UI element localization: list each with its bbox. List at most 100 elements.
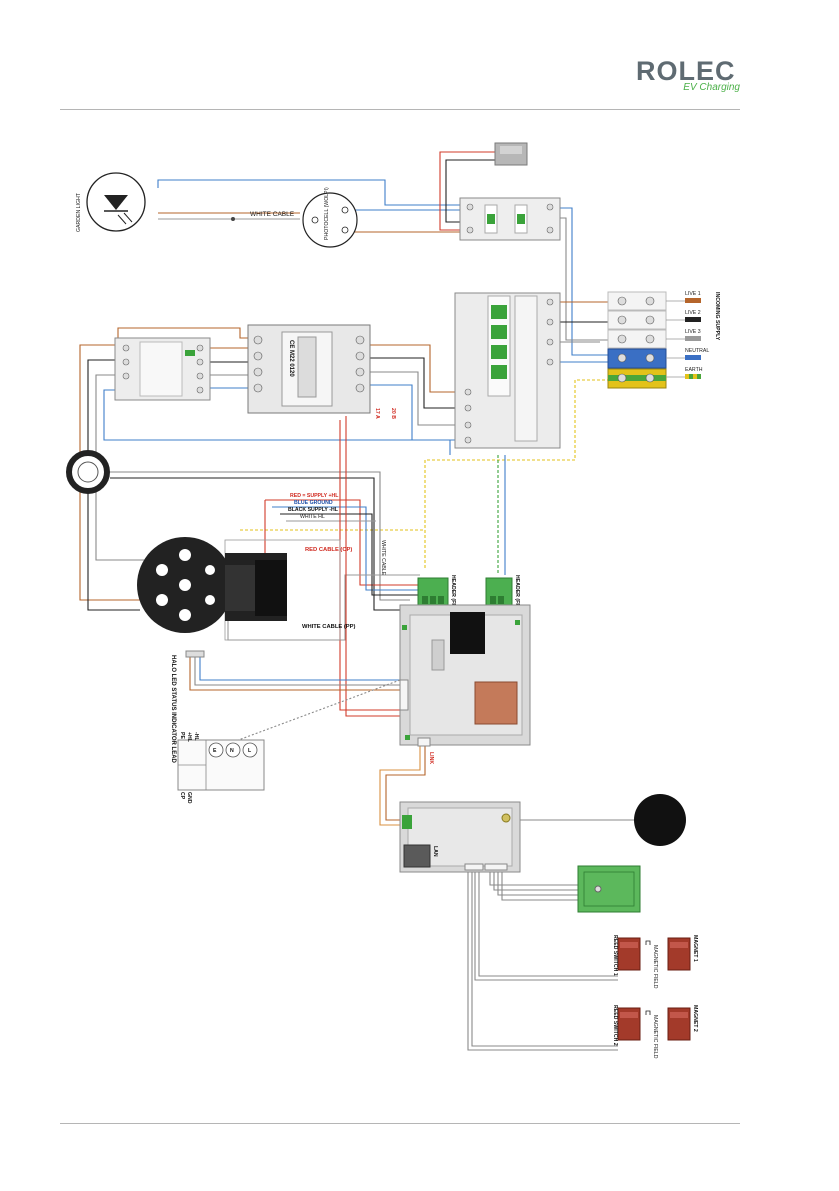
socket-neck — [225, 565, 255, 611]
wire-rfid-3 — [497, 868, 580, 896]
rcbo-screw-3 — [546, 338, 554, 346]
rcbo-screw-2 — [546, 318, 554, 326]
photocell-label: PHOTOCELL (WOLPI) — [324, 187, 330, 240]
top-breaker-screw-2 — [466, 226, 474, 234]
meter-terminal-5 — [355, 335, 365, 345]
reed-switch-1-label: REED SWITCH 1 — [612, 935, 618, 976]
rcbo-section-2 — [514, 295, 538, 442]
rcbo-green-3 — [491, 345, 507, 359]
wire-20b — [345, 416, 410, 717]
main-board-chip — [431, 639, 445, 671]
meter-terminal-7 — [355, 367, 365, 377]
current-17a-label: 17 A — [374, 408, 380, 419]
photocell-terminal-1 — [341, 206, 349, 214]
socket-pin-pe — [179, 609, 191, 621]
wire-black-supply — [280, 513, 420, 596]
top-breaker-screw-4 — [546, 226, 554, 234]
rfid-board — [577, 865, 641, 913]
comms-chip — [501, 813, 511, 823]
photocell: PHOTOCELL (WOLPI) WHITE CABLE — [231, 187, 358, 248]
cable-stub-live3 — [685, 336, 701, 341]
header-a-pin3 — [438, 596, 444, 604]
wire-contactor-top — [117, 327, 250, 340]
wire-rfid-1 — [489, 868, 580, 886]
wire-box-black — [445, 159, 495, 223]
wire-top-to-supply-grey — [560, 217, 610, 341]
supply-screw-3b — [645, 334, 655, 344]
white-cable-short-label: WHITE CABLE — [380, 540, 386, 576]
main-board-green-led-2 — [515, 620, 520, 625]
rfid-coil — [583, 871, 635, 907]
lamp-arrow-1 — [123, 212, 133, 223]
terminal-gnd-label: GND — [186, 792, 192, 804]
supply-screw-2a — [617, 315, 627, 325]
contactor-panel — [139, 341, 183, 397]
socket-pin-pp — [205, 595, 215, 605]
white-hl-label: WHITE HL — [300, 514, 325, 520]
top-breaker-screw-1 — [466, 203, 474, 211]
comms-lan-port — [403, 844, 431, 868]
comms-rfid-port — [484, 863, 508, 871]
reed-switch-2-top — [620, 1012, 638, 1018]
footer-rule — [60, 1123, 740, 1124]
reed-switch-1-top — [620, 942, 638, 948]
terminal-block: E N L PE +HL -HL CP GND — [177, 732, 265, 804]
wire-reed-2 — [467, 868, 618, 1051]
rfid-chip — [594, 885, 602, 893]
magnet-1-label: MAGNET 1 — [692, 935, 698, 962]
terminal-cp-label: CP — [179, 792, 185, 800]
contactor-screw-6 — [196, 372, 204, 380]
socket-pin-n — [179, 579, 191, 591]
magnet-2-label: MAGNET 2 — [692, 1005, 698, 1032]
photocell-terminal-2 — [341, 226, 349, 234]
current-20b-label: 20 B — [390, 408, 396, 419]
contactor-screw-2 — [122, 358, 130, 366]
brand-name: ROLEC — [636, 56, 736, 86]
wire-ct-1 — [110, 471, 410, 601]
contactor-screw-3 — [122, 372, 130, 380]
reed-switch-2-label: REED SWITCH 2 — [612, 1005, 618, 1046]
magnetic-field-2-icon — [645, 1010, 651, 1015]
cable-stub-live2 — [685, 317, 701, 322]
wire-link-2 — [385, 745, 426, 821]
live2-label: LIVE 2 — [685, 310, 701, 316]
main-board-green-led-3 — [405, 735, 410, 740]
wire-halo-3 — [199, 655, 400, 681]
earth-label: EARTH — [685, 367, 703, 373]
socket-pin-cp — [205, 565, 215, 575]
neutral-label: NEUTRAL — [685, 348, 709, 354]
socket-pin-l2 — [156, 594, 168, 606]
halo-led-label: HALO LED STATUS INDICATOR LEAD — [170, 655, 176, 764]
main-board-connector-1 — [399, 679, 409, 711]
wire-reed-2b — [471, 868, 618, 1047]
wire-dashed-terminal — [224, 679, 401, 746]
rcbo-green-2 — [491, 325, 507, 339]
top-breaker-green-2 — [517, 214, 525, 224]
supply-screw-1a — [617, 296, 627, 306]
supply-row-neutral — [607, 348, 667, 369]
photocell-circle — [302, 192, 358, 248]
rcbo-screw-6 — [464, 404, 472, 412]
header-b-pin1 — [490, 596, 496, 604]
wire-reed-1b — [478, 868, 618, 977]
magnetic-field-2-label: MAGNETIC FIELD — [652, 1015, 658, 1059]
terminal-hl-label: +HL — [186, 732, 192, 743]
lamp-arrow-2 — [117, 214, 127, 225]
live3-label: LIVE 3 — [685, 329, 701, 335]
wire-reed-1 — [474, 868, 618, 981]
rcbo-screw-5 — [464, 388, 472, 396]
rcbo-screw-1 — [546, 298, 554, 306]
contactor — [114, 337, 211, 401]
black-supply-label: BLACK SUPPLY -HL — [288, 507, 339, 513]
supply-row-live3 — [607, 329, 667, 349]
wire-halo-1 — [189, 655, 400, 691]
cable-stub-earth-stripe — [689, 374, 693, 379]
red-cable-label: RED CABLE (CP) — [305, 547, 352, 553]
cable-stub-neutral — [685, 355, 701, 360]
wire-meter-rcbo-4 — [368, 384, 462, 441]
supply-screw-5b — [645, 373, 655, 383]
terminal-l-label: L — [248, 748, 252, 754]
wire-meter-rcbo-3 — [368, 371, 462, 426]
rcbo-unit — [454, 292, 561, 449]
top-breaker-green — [487, 214, 495, 224]
